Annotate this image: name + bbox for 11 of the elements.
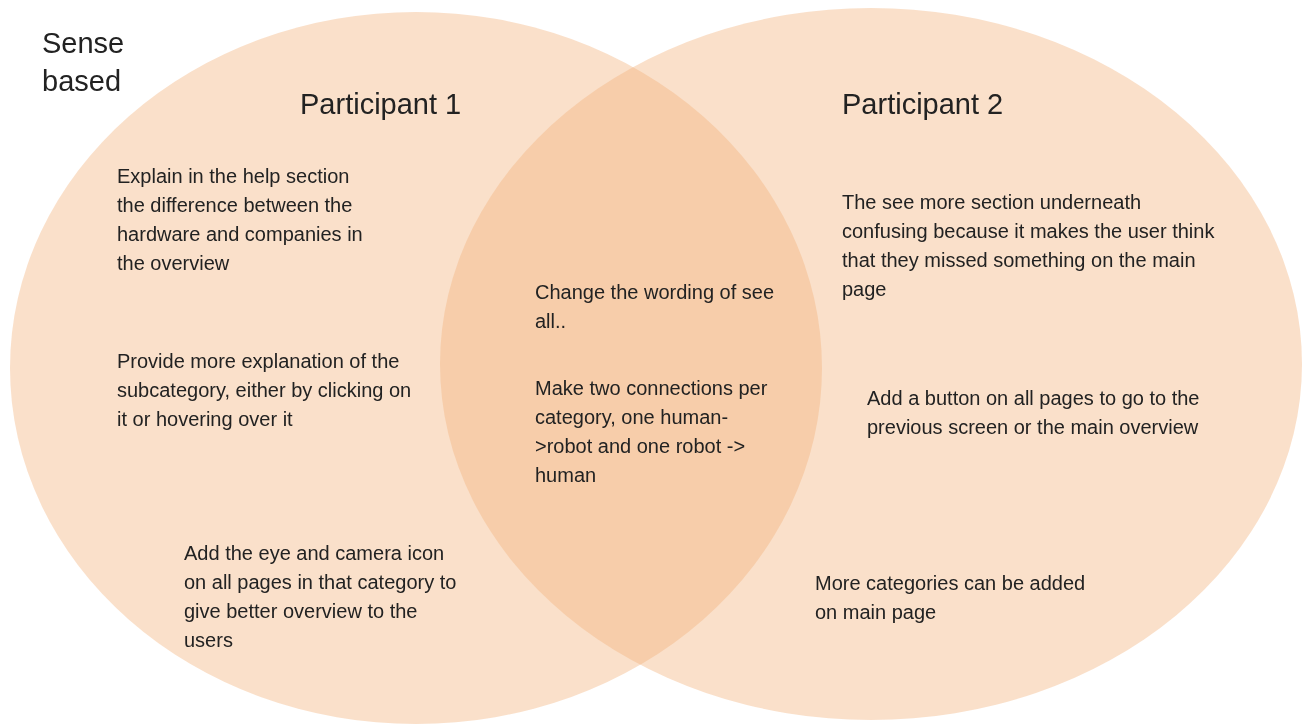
- note-text: The see more section underneath confusing because it makes the user think that they missed something on the main page: [842, 190, 1216, 302]
- diagram-title: Sense based: [42, 26, 126, 99]
- note-text: Change the wording of see all..: [535, 280, 775, 334]
- note-text: Add a button on all pages to go to the previous screen or the main overview: [867, 386, 1201, 440]
- note-text: Add the eye and camera icon on all pages in that category to give better overview to the users: [184, 541, 458, 653]
- note-text: More categories can be added on main page: [815, 571, 1087, 625]
- note-text: Provide more explanation of the subcategory, either by clicking on it or hovering over it: [117, 349, 412, 432]
- note-text: Make two connections per category, one human->robot and one robot -> human: [535, 376, 769, 488]
- note-text: Explain in the help section the difference between the hardware and companies in the overview: [117, 164, 364, 276]
- participant-heading: Participant 2: [842, 88, 1004, 121]
- participant-heading: Participant 1: [300, 88, 462, 121]
